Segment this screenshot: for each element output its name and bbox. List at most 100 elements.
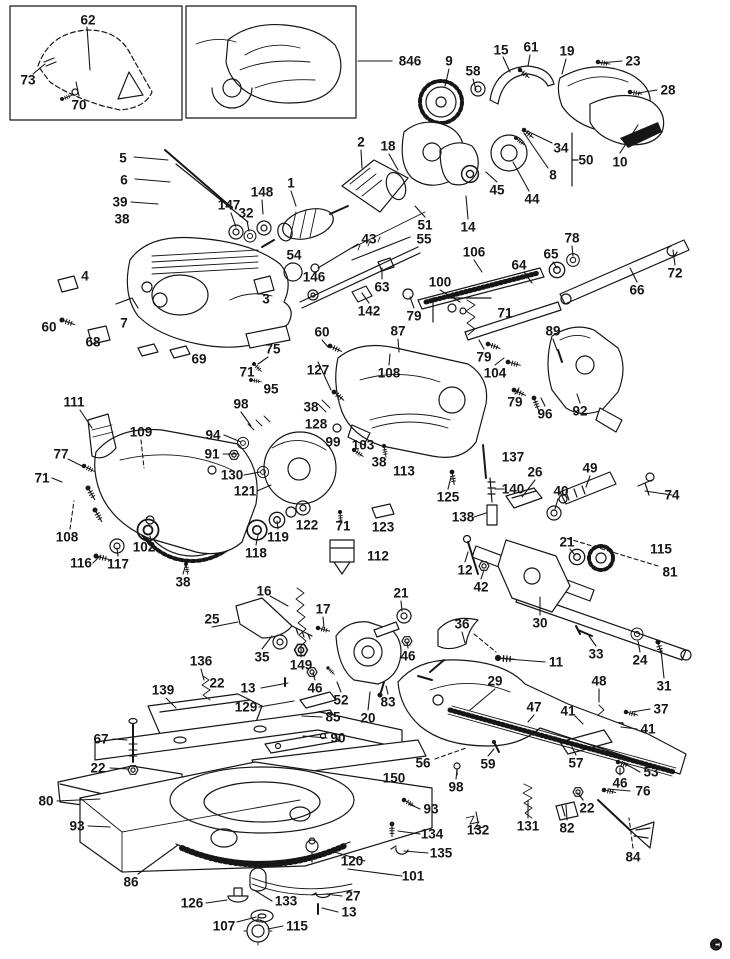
part-number-7: 7	[120, 316, 128, 331]
part-number-57: 57	[568, 756, 583, 771]
leader-line	[261, 199, 264, 215]
part-number-44: 44	[524, 192, 540, 207]
leader-line	[565, 804, 568, 821]
leader-line	[134, 178, 171, 183]
part-number-80: 80	[38, 794, 53, 809]
leader-line	[51, 477, 63, 483]
part-number-20: 20	[360, 711, 375, 726]
leader-line	[455, 769, 458, 780]
part-number-22: 22	[579, 801, 594, 816]
leader-line	[588, 635, 597, 647]
leader-line	[465, 195, 469, 220]
part-number-142: 142	[358, 304, 381, 319]
leader-line	[552, 338, 558, 351]
part-number-81: 81	[662, 565, 678, 580]
leader-line	[32, 63, 46, 75]
leader-line	[236, 916, 257, 923]
leader-line	[571, 746, 577, 756]
clip-part	[666, 245, 678, 257]
part-number-56: 56	[415, 756, 431, 771]
part-number-112: 112	[367, 549, 389, 564]
leader-line	[607, 788, 631, 792]
leader-line	[351, 236, 411, 261]
leader-line	[223, 434, 242, 443]
copyright-icon: ©	[709, 936, 724, 954]
motor-armature	[228, 205, 349, 248]
part-number-35: 35	[254, 650, 270, 665]
leader-line	[397, 830, 421, 835]
part-number-24: 24	[632, 653, 648, 668]
part-number-69: 69	[191, 352, 206, 367]
part-number-17: 17	[315, 602, 330, 617]
part-number-125: 125	[437, 490, 460, 505]
part-number-127: 127	[307, 363, 330, 378]
part-number-72: 72	[667, 266, 682, 281]
leader-line	[485, 171, 498, 183]
part-number-18: 18	[380, 139, 396, 154]
leader-line	[527, 714, 535, 723]
leader-line	[469, 688, 496, 711]
leader-line	[631, 708, 651, 713]
leader-line	[267, 925, 284, 930]
leader-line	[321, 907, 339, 913]
carriage-rods	[437, 444, 692, 732]
leader-line	[302, 735, 328, 739]
t-knob	[637, 479, 653, 496]
part-number-121: 121	[234, 484, 257, 499]
part-number-41: 41	[560, 704, 576, 719]
leader-line	[112, 738, 128, 741]
part-number-50: 50	[578, 153, 593, 168]
leader-line	[75, 81, 80, 97]
part-number-71: 71	[34, 471, 50, 486]
leader-line	[444, 68, 450, 87]
leader-line	[269, 595, 289, 607]
blade-cover	[228, 360, 395, 575]
lower-guard	[80, 413, 258, 576]
part-number-6: 6	[120, 173, 128, 188]
leader-line	[400, 600, 403, 612]
part-number-11: 11	[549, 655, 564, 670]
leader-line	[571, 245, 574, 257]
part-number-96: 96	[537, 407, 553, 422]
leader-line	[324, 893, 343, 897]
part-number-10: 10	[612, 155, 627, 170]
part-number-38: 38	[371, 455, 387, 470]
leader-line	[276, 520, 279, 530]
part-number-75: 75	[265, 342, 281, 357]
leader-line	[512, 161, 530, 192]
leader-line	[577, 792, 584, 801]
leader-line	[406, 641, 409, 649]
part-number-34: 34	[553, 141, 569, 156]
pivot-arm-upper	[326, 257, 522, 458]
part-number-85: 85	[325, 710, 341, 725]
part-number-39: 39	[112, 195, 127, 210]
part-number-40: 40	[553, 484, 568, 499]
part-number-42: 42	[473, 580, 488, 595]
kerf-plate	[147, 693, 263, 735]
part-number-118: 118	[245, 546, 267, 561]
detent-arc	[251, 877, 353, 896]
leader-line	[629, 267, 638, 283]
part-number-90: 90	[330, 731, 345, 746]
part-number-95: 95	[263, 382, 279, 397]
slide-rod	[559, 239, 690, 305]
part-number-129: 129	[235, 700, 258, 715]
part-number-22: 22	[209, 676, 224, 691]
part-number-32: 32	[238, 206, 253, 221]
part-number-98: 98	[448, 780, 464, 795]
part-number-78: 78	[564, 231, 580, 246]
part-number-79: 79	[406, 309, 421, 324]
part-number-45: 45	[489, 183, 505, 198]
leader-line	[336, 681, 342, 693]
leader-line	[480, 569, 485, 580]
part-number-68: 68	[85, 335, 101, 350]
part-number-1: 1	[287, 176, 295, 191]
part-number-65: 65	[543, 247, 559, 262]
part-number-106: 106	[463, 245, 486, 260]
leader-line	[322, 616, 325, 629]
part-number-100: 100	[429, 275, 452, 290]
leader-line	[211, 621, 239, 628]
leader-line	[408, 803, 421, 810]
leader-line	[628, 817, 634, 849]
